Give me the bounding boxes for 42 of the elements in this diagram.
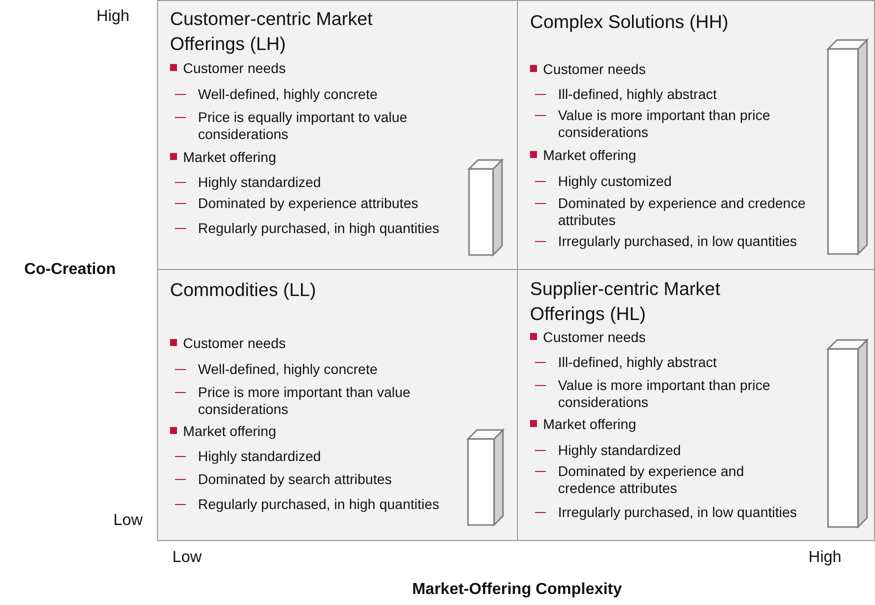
sub-bullet-text: Well-defined, highly concrete [198,361,379,378]
quadrant-panel [157,269,519,541]
bullet-text: Customer needs [543,61,647,78]
sub-bullet-text: Highly customized [558,173,673,190]
axis-title: Market-Offering Complexity [412,581,622,599]
sub-bullet-text: Highly standardized [558,442,682,459]
sub-bullet-text: Dominated by experience attributes [198,195,420,212]
quadrant-title: Complex Solutions (HH) [530,10,730,34]
bullet-text: Market offering [183,149,278,166]
sub-bullet-text: Irregularly purchased, in low quantities [558,504,798,521]
axis-tick-label: Low [113,512,143,530]
sub-bullet-text: Ill-defined, highly abstract [558,86,718,103]
sub-bullet-text: Value is more important than price considerations [558,377,772,411]
bullet-text: Customer needs [183,335,287,352]
bullet-text: Customer needs [543,329,647,346]
sub-bullet-text: Dominated by experience and credence attributes [558,463,746,497]
sub-bullet-text: Highly standardized [198,174,322,191]
quadrant-panel [517,269,875,541]
axis-tick-label: Low [172,549,202,567]
sub-bullet-text: Regularly purchased, in high quantities [198,220,440,237]
quadrant-title: Commodities (LL) [170,278,317,302]
sub-bullet-text: Well-defined, highly concrete [198,86,379,103]
bullet-text: Market offering [543,416,638,433]
sub-bullet-text: Dominated by search attributes [198,471,393,488]
axis-tick-label: High [808,549,842,567]
sub-bullet-text: Price is equally important to value considerations [198,109,408,143]
quadrant-panel [157,0,519,271]
axis-tick-label: High [96,8,130,26]
bullet-text: Market offering [183,423,278,440]
sub-bullet-text: Value is more important than price considerations [558,107,772,141]
quadrant-title: Supplier-centric Market Offerings (HL) [530,277,722,326]
sub-bullet-text: Price is more important than value considerations [198,384,412,418]
quadrant-panel [517,0,875,271]
bullet-text: Market offering [543,147,638,164]
sub-bullet-text: Highly standardized [198,448,322,465]
sub-bullet-text: Regularly purchased, in high quantities [198,496,440,513]
quadrant-title: Customer-centric Market Offerings (LH) [170,7,374,56]
sub-bullet-text: Irregularly purchased, in low quantities [558,233,798,250]
bullet-text: Customer needs [183,60,287,77]
axis-title: Co-Creation [24,261,116,279]
sub-bullet-text: Ill-defined, highly abstract [558,354,718,371]
sub-bullet-text: Dominated by experience and credence attributes [558,195,806,229]
